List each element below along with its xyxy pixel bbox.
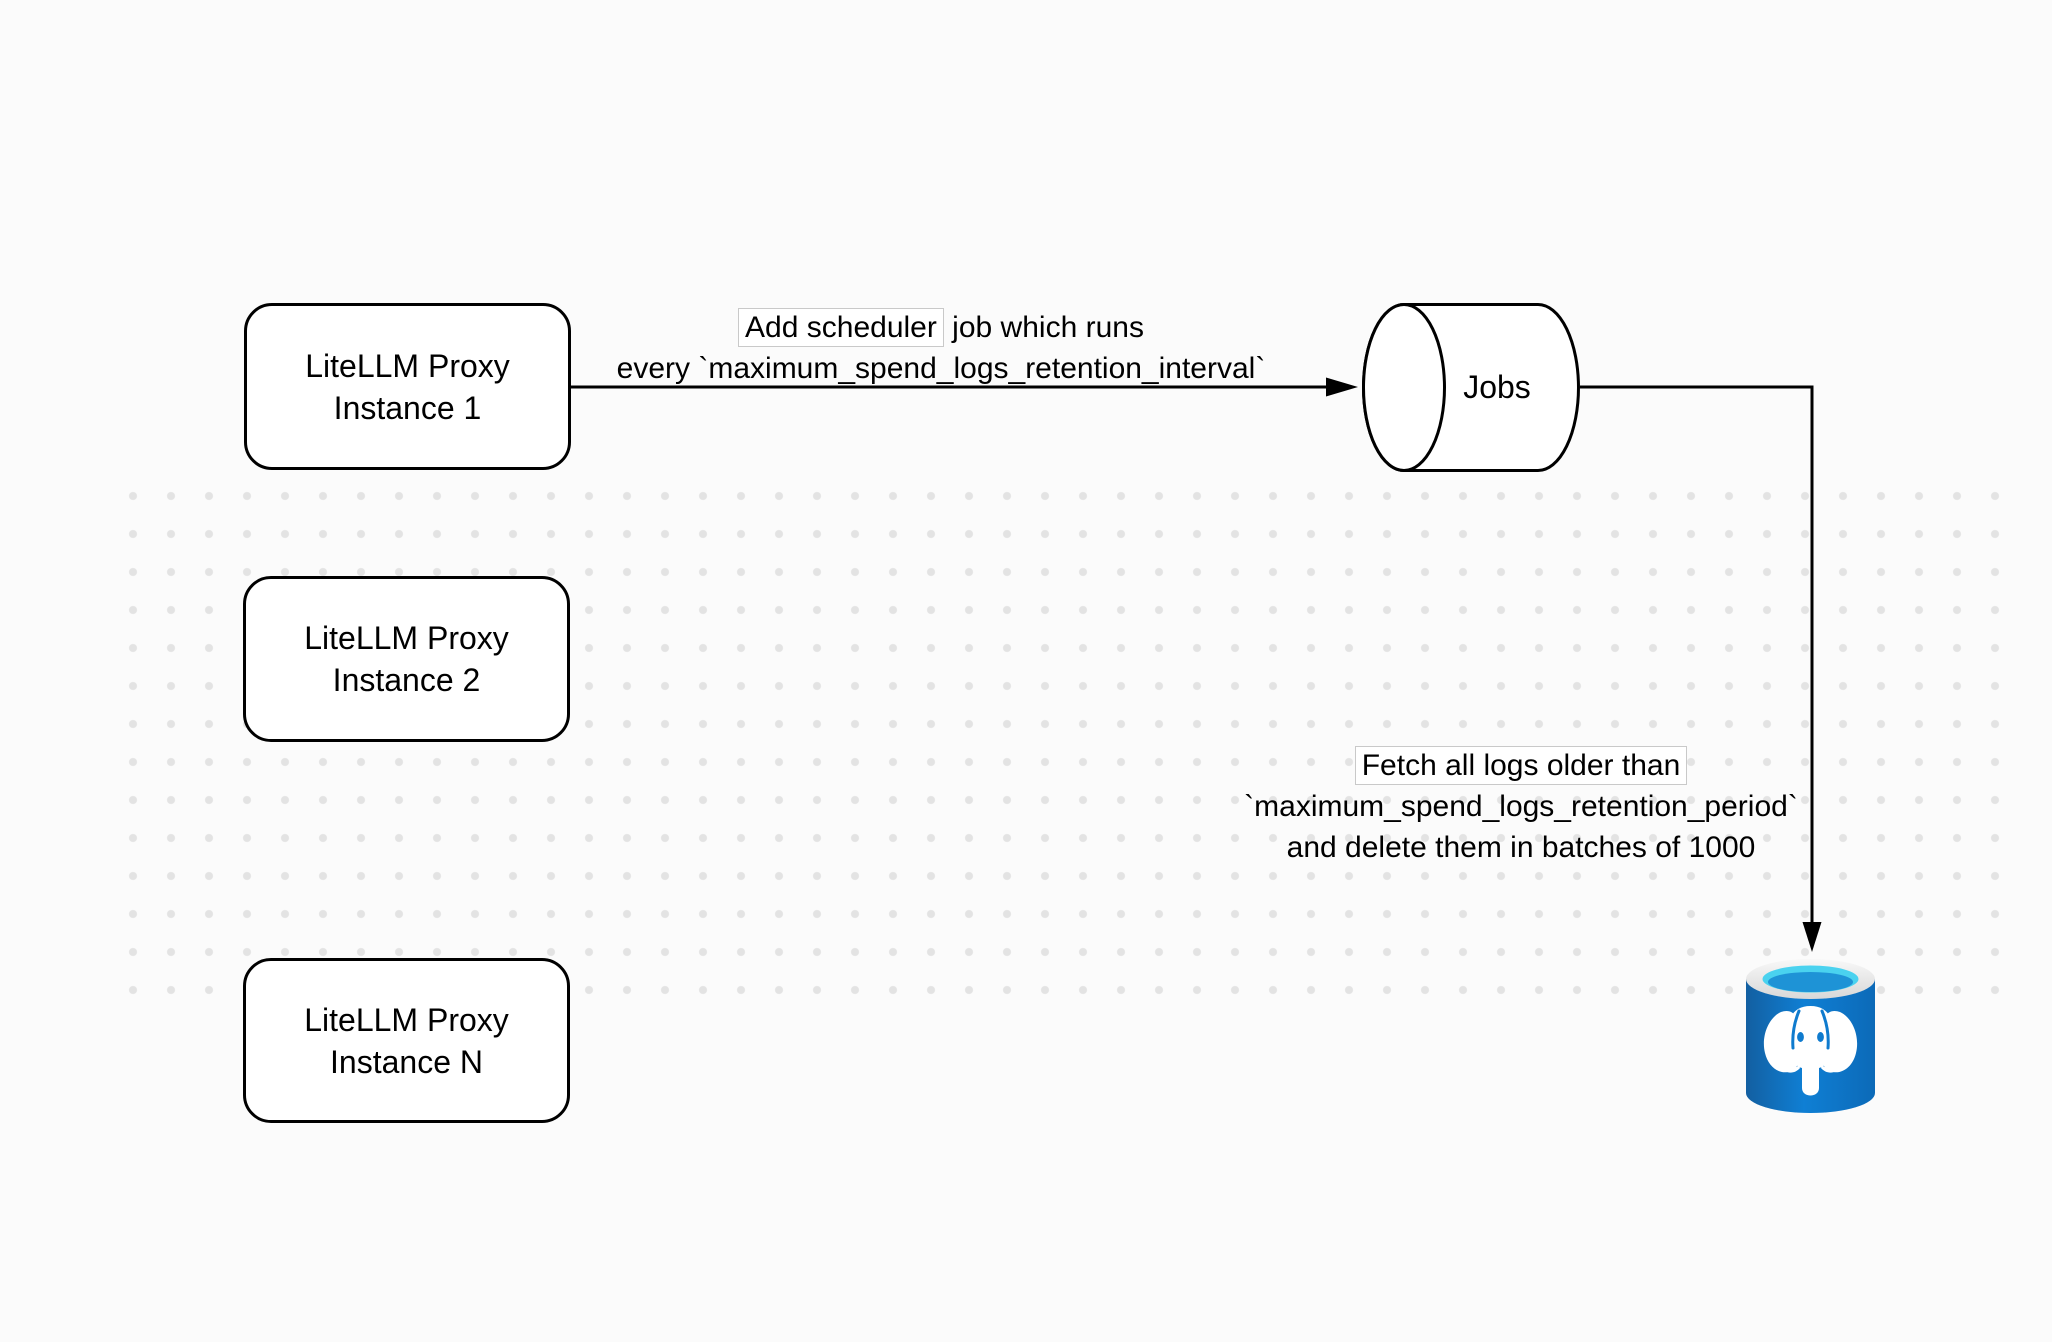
postgres-database-icon [1746, 959, 1875, 1113]
dot-grid-background [114, 477, 2014, 1009]
arrowhead-down-icon [1802, 922, 1822, 952]
edge-label-line: and delete them in batches of 1000 [1286, 831, 1756, 864]
edge-label-line: `maximum_spend_logs_retention_period` [1244, 790, 1798, 823]
label-background-box: Add scheduler [738, 308, 944, 347]
node-label-line: Instance 1 [333, 389, 482, 426]
edge-scheduler-arrow [571, 377, 1358, 397]
label-background-box: Fetch all logs older than [1354, 746, 1688, 785]
jobs-queue-cylinder [1362, 303, 1580, 472]
node-jobs-label: Jobs [1414, 303, 1580, 472]
arrowhead-right-icon [1326, 377, 1358, 397]
node-label-line: LiteLLM Proxy [304, 620, 509, 656]
edge-label-scheduler: Add scheduler job which runs every `maxi… [491, 307, 1391, 389]
node-litellm-proxy-instance-2: LiteLLM Proxy Instance 2 [243, 576, 570, 742]
node-litellm-proxy-instance-n: LiteLLM Proxy Instance N [243, 958, 570, 1123]
jobs-text: Jobs [1463, 369, 1531, 405]
node-label-line: LiteLLM Proxy [305, 347, 510, 384]
edge-label-line: Fetch all logs older than [1171, 745, 1871, 786]
edge-label-line: every `maximum_spend_logs_retention_inte… [616, 352, 1266, 385]
edge-fetch-arrow [1580, 385, 1822, 952]
edge-label-line: Add scheduler job which runs [491, 307, 1391, 348]
node-label-line: Instance 2 [332, 662, 481, 698]
node-label-line: LiteLLM Proxy [304, 1001, 509, 1038]
edge-label-fetch-delete: Fetch all logs older than `maximum_spend… [1171, 745, 1871, 868]
node-litellm-proxy-instance-1: LiteLLM Proxy Instance 1 [244, 303, 571, 470]
node-label-line: Instance N [330, 1043, 483, 1080]
postgres-elephant-icon [1763, 1006, 1858, 1096]
